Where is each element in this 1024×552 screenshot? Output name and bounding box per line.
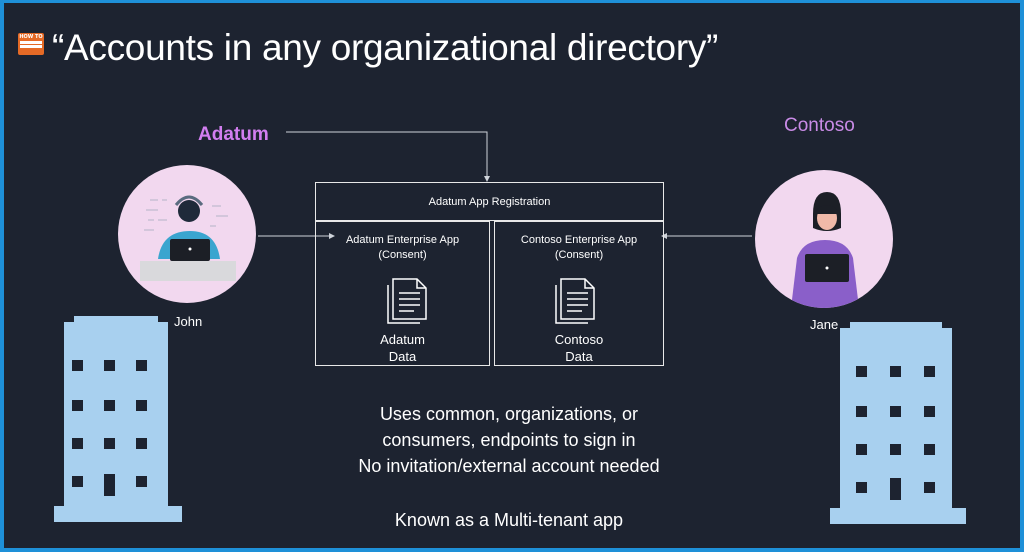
building-icon — [54, 316, 182, 522]
adatum-data-line1: Adatum — [380, 332, 425, 347]
caption-block: Uses common, organizations, or consumers… — [284, 401, 734, 479]
contoso-app-label: Contoso Enterprise App (Consent) — [494, 233, 664, 263]
contoso-app-title: Contoso Enterprise App — [520, 234, 638, 246]
contoso-data-label: Contoso Data — [494, 331, 664, 365]
org-label-contoso: Contoso — [784, 115, 855, 136]
org-label-adatum: Adatum — [198, 124, 269, 145]
person-icon — [791, 192, 859, 308]
connector-arrows — [258, 131, 752, 239]
person-name-john: John — [174, 314, 203, 329]
caption-line-3: No invitation/external account needed — [358, 456, 660, 476]
brand-logo: HOW TO — [18, 33, 44, 55]
slide-title: “Accounts in any organizational director… — [52, 27, 719, 68]
caption-line-2: consumers, endpoints to sign in — [382, 430, 636, 450]
person-name-jane: Jane — [810, 317, 839, 332]
building-icon — [830, 322, 966, 524]
adatum-app-label: Adatum Enterprise App (Consent) — [315, 233, 490, 263]
logo-text-1: HOW TO — [19, 34, 43, 40]
contoso-data-line1: Contoso — [554, 332, 604, 347]
contoso-enterprise-app-box — [494, 221, 664, 366]
logo-bar — [20, 41, 42, 44]
arrow-adatum-to-registration — [286, 131, 490, 182]
adatum-data-label: Adatum Data — [315, 331, 490, 365]
logo-bar — [20, 45, 42, 48]
avatar-john — [118, 165, 256, 303]
document-icon — [555, 278, 595, 324]
adatum-data-line2: Data — [388, 349, 417, 364]
caption-line-1: Uses common, organizations, or — [379, 404, 639, 424]
adatum-app-title: Adatum Enterprise App — [345, 234, 460, 246]
contoso-app-consent: (Consent) — [554, 249, 604, 261]
contoso-data-line2: Data — [565, 349, 593, 364]
app-registration-label: Adatum App Registration — [428, 196, 551, 208]
document-icon — [387, 278, 427, 324]
adatum-enterprise-app-box — [315, 221, 490, 366]
person-icon — [140, 195, 236, 281]
adatum-app-consent: (Consent) — [378, 249, 427, 261]
caption-multitenant: Known as a Multi-tenant app — [394, 510, 624, 530]
slide: HOW TO “Accounts in any organizational d… — [4, 3, 1020, 548]
app-registration-box — [315, 182, 664, 221]
avatar-jane — [755, 170, 893, 308]
